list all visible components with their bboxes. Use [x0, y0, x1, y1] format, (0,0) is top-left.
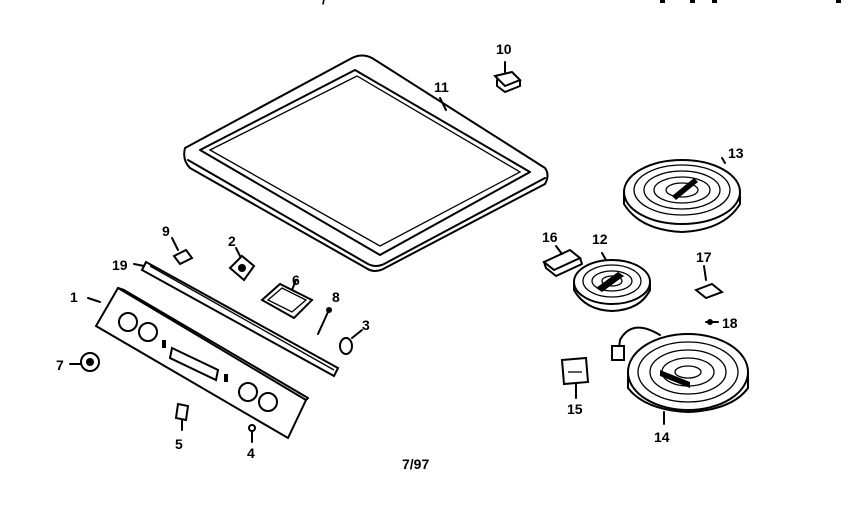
label-part-8: 8	[332, 289, 340, 305]
label-part-7: 7	[56, 357, 64, 373]
surface-element-13	[623, 157, 741, 233]
screw-4	[248, 424, 256, 443]
screw-18	[705, 319, 719, 325]
label-part-13: 13	[728, 145, 744, 161]
date-code: 7/97	[402, 456, 429, 472]
screw-8	[317, 307, 332, 335]
relay-15	[560, 356, 590, 399]
control-board-6	[260, 279, 314, 320]
label-part-12: 12	[592, 231, 608, 247]
label-part-10: 10	[496, 41, 512, 57]
bracket-17	[694, 265, 724, 300]
label-part-11: 11	[434, 79, 449, 95]
part-labels: 1 2 3 4 5 6 7 8 9 10 11 12 13 14 15 16 1…	[56, 41, 744, 461]
top-mark-1: '	[265, 0, 268, 7]
label-part-17: 17	[696, 249, 712, 265]
surface-element-14	[611, 326, 749, 425]
top-mark-2: /	[322, 0, 326, 7]
knob-3	[339, 329, 363, 355]
top-edge-marks: ' /	[265, 0, 841, 7]
knob-7	[69, 352, 100, 372]
label-part-6: 6	[292, 272, 300, 288]
label-part-16: 16	[542, 229, 558, 245]
control-panel-1	[87, 286, 309, 440]
trim-strip-19	[133, 260, 340, 378]
label-part-19: 19	[112, 257, 128, 273]
surface-element-12	[573, 252, 651, 312]
label-part-1: 1	[70, 289, 78, 305]
bracket-9	[171, 237, 194, 266]
switch-2	[228, 247, 256, 282]
label-part-18: 18	[722, 315, 738, 331]
label-part-14: 14	[654, 429, 670, 445]
label-part-15: 15	[567, 401, 583, 417]
cooktop-frame	[183, 54, 549, 272]
label-part-5: 5	[175, 436, 183, 452]
label-part-2: 2	[228, 233, 236, 249]
switch-16	[542, 245, 583, 277]
label-part-3: 3	[362, 317, 370, 333]
clip-5	[174, 402, 190, 431]
clip-10	[493, 61, 522, 93]
label-part-4: 4	[247, 445, 255, 461]
label-part-9: 9	[162, 223, 170, 239]
